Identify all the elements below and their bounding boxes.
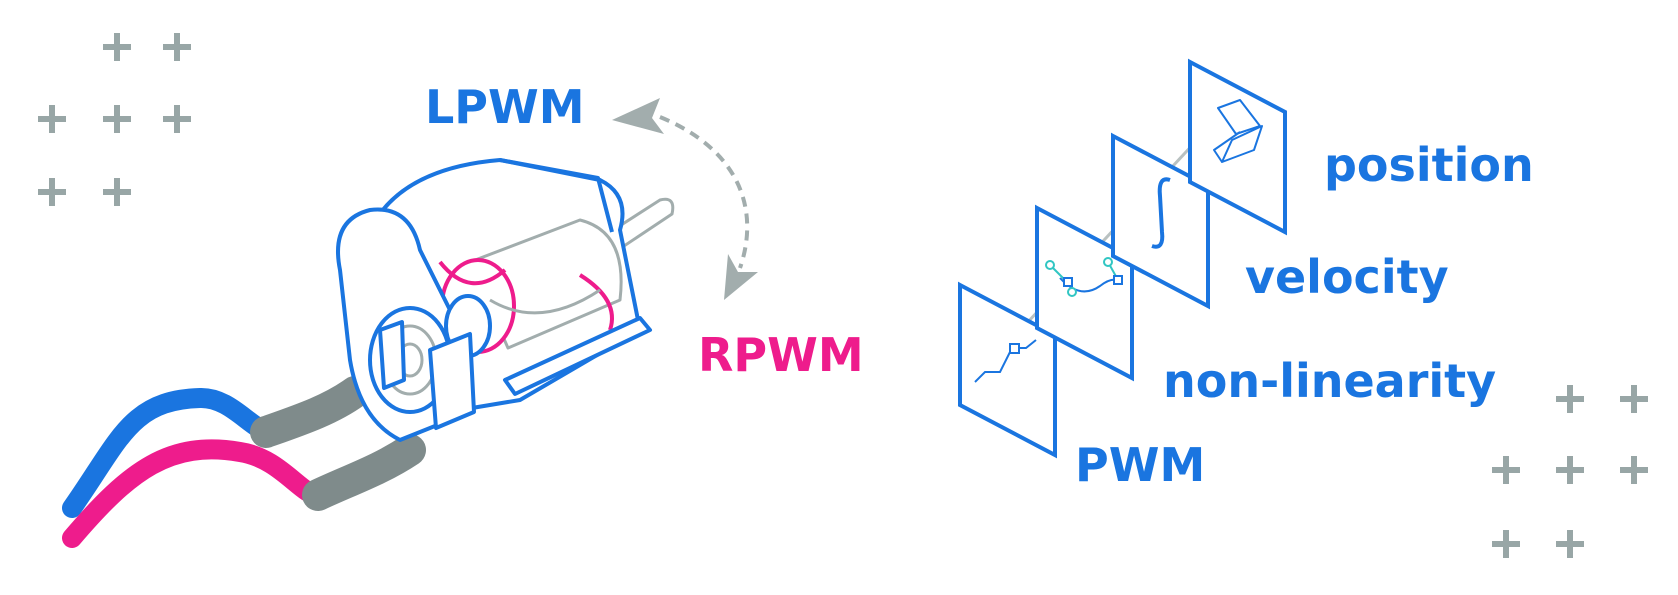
plus-icon xyxy=(1492,456,1520,484)
velocity-label: velocity xyxy=(1245,250,1449,304)
plus-icon xyxy=(1556,385,1584,413)
pink-wire xyxy=(62,439,330,548)
plus-icon xyxy=(38,178,66,206)
pwm-label: PWM xyxy=(1075,438,1206,492)
plus-icon xyxy=(1620,456,1648,484)
plus-icon xyxy=(1492,530,1520,558)
pink-wire-sleeve xyxy=(302,434,426,511)
plus-icon xyxy=(163,105,191,133)
blue-wire-sleeve xyxy=(250,376,371,448)
rotation-arrow-icon xyxy=(612,98,758,300)
plus-cluster-bottom-right xyxy=(1492,385,1648,558)
position-panel xyxy=(1188,58,1287,236)
rpwm-label: RPWM xyxy=(698,328,864,382)
blue-wire xyxy=(62,388,278,518)
plus-icon xyxy=(1556,530,1584,558)
plus-icon xyxy=(103,105,131,133)
integral-icon xyxy=(1151,177,1171,249)
velocity-panel xyxy=(1111,132,1210,310)
bezier-curve-icon xyxy=(1045,257,1123,297)
lpwm-label: LPWM xyxy=(425,80,585,134)
position-shape-icon xyxy=(1213,99,1263,163)
plus-icon xyxy=(163,33,191,61)
position-label: position xyxy=(1324,138,1534,192)
plus-icon xyxy=(103,33,131,61)
non-linearity-panel xyxy=(1035,204,1134,382)
pwm-step-icon xyxy=(974,339,1037,383)
plus-icon xyxy=(38,105,66,133)
plus-icon xyxy=(1556,456,1584,484)
pwm-panel xyxy=(958,281,1057,459)
motor-wires xyxy=(62,376,426,548)
non-linearity-label: non-linearity xyxy=(1163,354,1497,408)
plus-cluster-top-left xyxy=(38,33,191,206)
dc-motor-cutaway-icon xyxy=(336,158,675,442)
plus-icon xyxy=(103,178,131,206)
plus-icon xyxy=(1620,385,1648,413)
